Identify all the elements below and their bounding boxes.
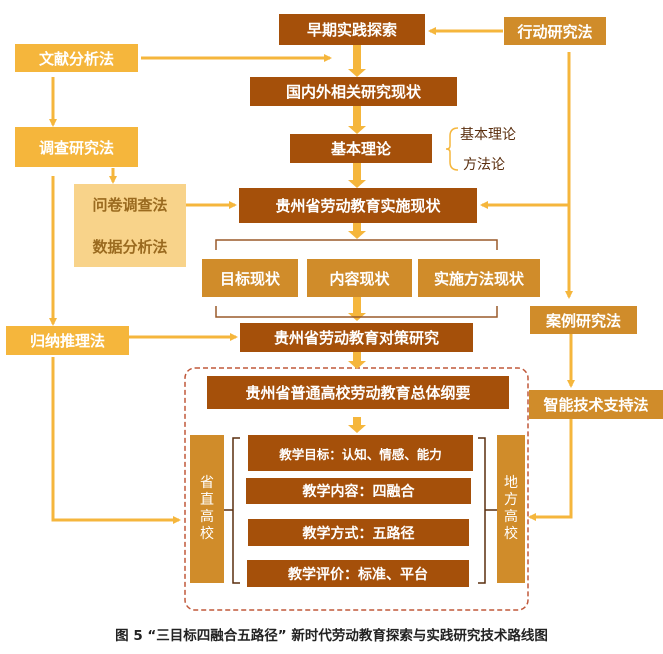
flow-arrow — [348, 297, 366, 321]
label-char: 地 — [504, 475, 518, 491]
method-smart-technology: 智能技术支持法 — [529, 390, 663, 419]
bottom-bracket — [215, 306, 498, 318]
top-bracket — [215, 239, 498, 250]
theory-branch-methodology: 方法论 — [463, 157, 505, 173]
label-char: 校 — [504, 526, 518, 542]
main-flow-arrows — [348, 45, 366, 433]
method-questionnaire: 问卷调查法 — [92, 196, 168, 215]
theory-brace — [445, 127, 459, 171]
flow-arrow — [348, 223, 366, 239]
theory-branch-basic: 基本理论 — [460, 127, 516, 143]
method-survey-research: 调查研究法 — [15, 127, 138, 167]
node-basic-theory: 基本理论 — [290, 134, 432, 163]
provincial-universities-label: 省直高校 — [190, 435, 224, 583]
label-char: 省 — [200, 475, 214, 491]
label-char: 高 — [200, 509, 214, 525]
figure-caption: 图 5 “三目标四融合五路径” 新时代劳动教育探索与实践研究技术路线图 — [115, 628, 548, 644]
arrow-induction-to-provincial — [51, 357, 181, 524]
flow-arrow — [348, 163, 366, 188]
label-char: 方 — [504, 492, 518, 508]
node-general-outline: 贵州省普通高校劳动教育总体纲要 — [207, 376, 509, 409]
node-goal-status: 目标现状 — [202, 259, 298, 297]
label-char: 直 — [200, 492, 214, 508]
node-content-status: 内容现状 — [307, 259, 412, 297]
flow-arrow — [348, 352, 366, 369]
row-teaching-content: 教学内容：四融合 — [246, 478, 471, 504]
node-domestic-foreign-research: 国内外相关研究现状 — [250, 77, 457, 106]
method-case-study: 案例研究法 — [530, 306, 637, 334]
method-literature-analysis: 文献分析法 — [15, 44, 138, 72]
method-data-analysis: 数据分析法 — [92, 237, 168, 256]
method-arrows — [49, 27, 575, 524]
brackets — [215, 239, 498, 318]
row-teaching-goals: 教学目标：认知、情感、能力 — [248, 435, 473, 471]
local-universities-label: 地方高校 — [497, 435, 525, 583]
node-current-status: 贵州省劳动教育实施现状 — [239, 188, 477, 223]
flow-arrow — [348, 106, 366, 134]
node-policy-research: 贵州省劳动教育对策研究 — [240, 323, 473, 352]
label-char: 校 — [200, 526, 214, 542]
method-inductive-reasoning: 归纳推理法 — [6, 326, 129, 355]
flow-arrow — [348, 45, 366, 77]
node-early-practice: 早期实践探索 — [279, 14, 425, 45]
flow-arrow — [348, 417, 366, 433]
arrow-smart-to-local — [528, 419, 573, 521]
label-char: 高 — [504, 509, 518, 525]
survey-submethods: 问卷调查法 数据分析法 — [74, 184, 186, 267]
method-action-research: 行动研究法 — [504, 17, 606, 45]
row-teaching-evaluation: 教学评价：标准、平台 — [247, 560, 469, 587]
right-brace — [478, 437, 497, 584]
row-teaching-method: 教学方式：五路径 — [248, 519, 469, 546]
node-method-status: 实施方法现状 — [418, 259, 540, 297]
